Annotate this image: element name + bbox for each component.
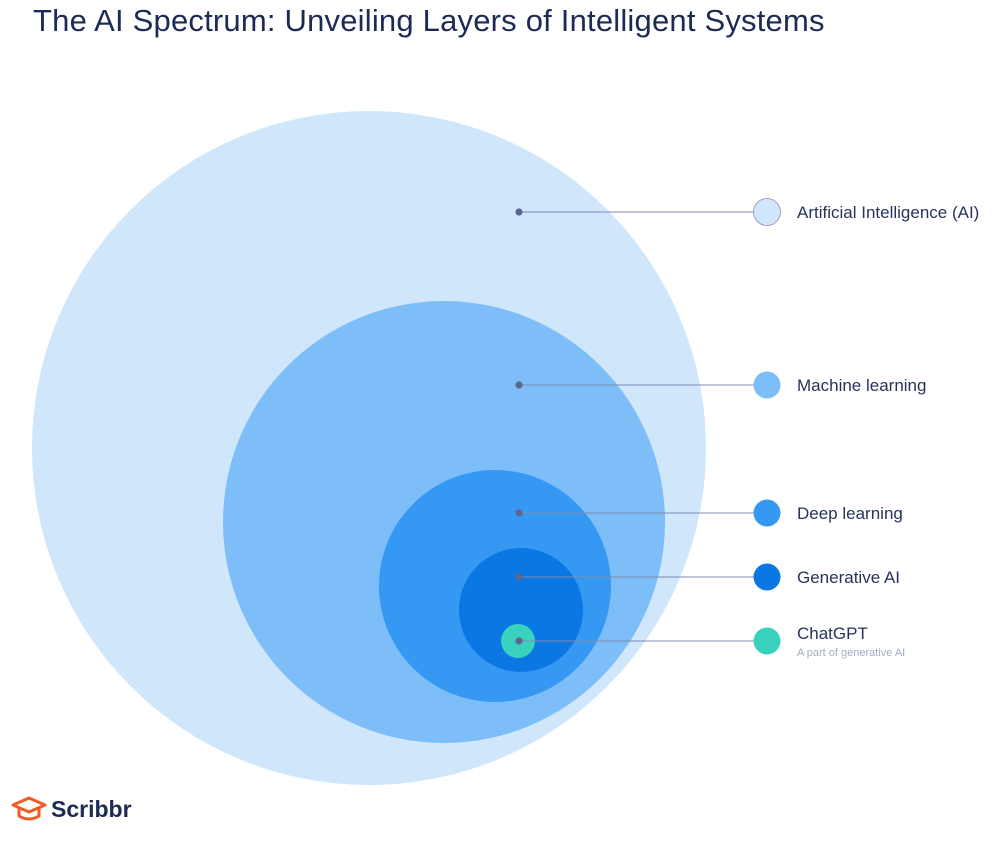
anchor-dot-ai [515, 208, 523, 216]
brand-logo: Scribbr [11, 794, 132, 824]
anchor-dot-chatgpt [515, 637, 523, 645]
legend-label-machine-learning: Machine learning [797, 376, 926, 395]
legend-label-ai: Artificial Intelligence (AI) [797, 203, 979, 222]
legend-marker-ai [753, 198, 781, 226]
legend-sublabel-chatgpt: A part of generative AI [797, 647, 905, 659]
legend-marker-chatgpt [753, 627, 781, 655]
anchor-dot-machine-learning [515, 381, 523, 389]
legend-marker-machine-learning [753, 371, 781, 399]
legend-marker-generative-ai [753, 563, 781, 591]
anchor-dot-deep-learning [515, 509, 523, 517]
legend-label-chatgpt: ChatGPT [797, 624, 868, 643]
legend-label-generative-ai: Generative AI [797, 568, 900, 587]
legend-label-deep-learning: Deep learning [797, 504, 903, 523]
page-title: The AI Spectrum: Unveiling Layers of Int… [33, 3, 825, 38]
logo-text: Scribbr [51, 795, 132, 822]
graduation-cap-icon [11, 796, 47, 821]
legend-marker-deep-learning [753, 499, 781, 527]
anchor-dot-generative-ai [515, 573, 523, 581]
